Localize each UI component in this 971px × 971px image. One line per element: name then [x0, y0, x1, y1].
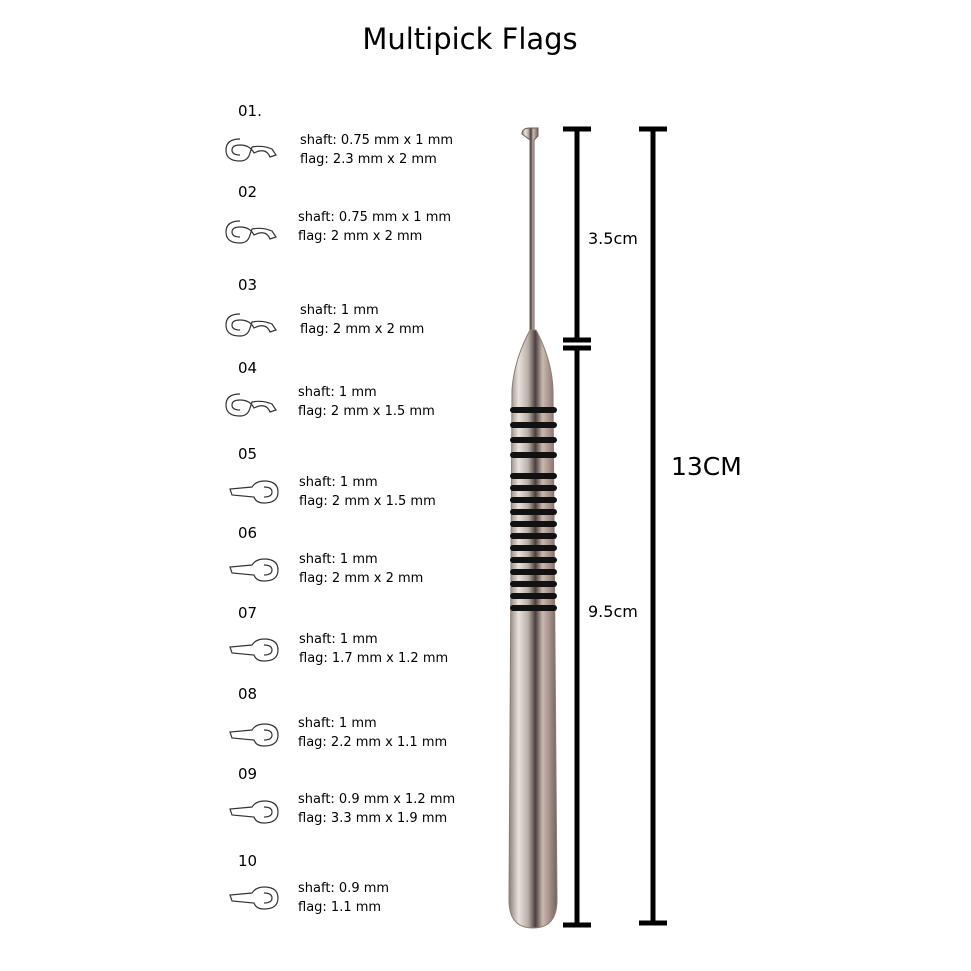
flag-spec: shaft: 1 mm flag: 2 mm x 1.5 mm: [299, 473, 436, 511]
shaft-spec: shaft: 1 mm: [298, 385, 377, 400]
total-length-bar: [639, 126, 667, 926]
flag-spec: shaft: 1 mm flag: 2 mm x 2 mm: [300, 301, 424, 339]
flag-size-spec: flag: 2 mm x 1.5 mm: [299, 494, 436, 509]
flag-number: 03: [238, 276, 258, 294]
flag-number: 06: [238, 524, 258, 542]
flag-number: 07: [238, 604, 258, 622]
grip-ring: [510, 605, 557, 611]
tip-length-label: 3.5cm: [588, 229, 638, 248]
shaft-spec: shaft: 0.9 mm: [298, 881, 390, 896]
flag-shape-icon: [229, 800, 279, 824]
flag-number: 09: [238, 765, 258, 783]
shaft-spec: shaft: 1 mm: [299, 552, 378, 567]
flag-size-spec: flag: 2 mm x 2 mm: [300, 322, 425, 337]
tip-length-bar: [563, 126, 591, 343]
flag-size-spec: flag: 2 mm x 1.5 mm: [298, 404, 435, 419]
flag-size-spec: flag: 1.1 mm: [298, 900, 382, 915]
flag-number: 02: [238, 183, 258, 201]
flag-number: 04: [238, 359, 258, 377]
shaft-spec: shaft: 0.75 mm x 1 mm: [298, 210, 452, 225]
pick-tool: [508, 127, 558, 929]
flag-shape-icon: [229, 558, 279, 582]
flag-size-spec: flag: 1.7 mm x 1.2 mm: [299, 651, 449, 666]
flag-number: 10: [238, 852, 258, 870]
grip-ring: [510, 593, 557, 599]
flag-shape-icon: [229, 638, 279, 662]
grip-ring: [510, 437, 557, 443]
flag-spec: shaft: 1 mm flag: 2.2 mm x 1.1 mm: [298, 714, 447, 752]
shaft-spec: shaft: 1 mm: [299, 475, 378, 490]
page-title: Multipick Flags: [362, 22, 578, 56]
flag-size-spec: flag: 3.3 mm x 1.9 mm: [298, 811, 448, 826]
flag-number: 08: [238, 685, 258, 703]
grip-ring: [510, 473, 557, 479]
grip-ring: [510, 422, 557, 428]
flag-size-spec: flag: 2.2 mm x 1.1 mm: [298, 735, 448, 750]
grip-ring: [510, 521, 557, 527]
grip-ring: [510, 581, 557, 587]
flag-spec: shaft: 1 mm flag: 2 mm x 2 mm: [299, 550, 423, 588]
flag-spec: shaft: 0.75 mm x 1 mm flag: 2 mm x 2 mm: [298, 208, 451, 246]
shaft-spec: shaft: 0.9 mm x 1.2 mm: [298, 792, 456, 807]
grip-ring: [510, 545, 557, 551]
grip-ring: [510, 497, 557, 503]
flag-size-spec: flag: 2 mm x 2 mm: [298, 229, 423, 244]
grip-ring: [510, 569, 557, 575]
handle-length-label: 9.5cm: [588, 602, 638, 621]
shaft-spec: shaft: 1 mm: [299, 632, 378, 647]
flag-shape-icon: [229, 886, 279, 910]
grip-ring: [510, 533, 557, 539]
flag-shape-icon: [225, 313, 277, 337]
flag-shape-icon: [225, 138, 277, 162]
flag-shape-icon: [229, 480, 279, 504]
flag-shape-icon: [225, 220, 277, 244]
flag-number: 05: [238, 445, 258, 463]
total-length-label: 13CM: [671, 452, 742, 481]
handle-length-bar: [563, 345, 591, 928]
shaft-spec: shaft: 1 mm: [300, 303, 379, 318]
flag-shape-icon: [229, 723, 279, 747]
grip-ring: [510, 509, 557, 515]
grip-ring: [510, 557, 557, 563]
grip-ring: [510, 452, 557, 458]
grip-ring: [510, 485, 557, 491]
flag-size-spec: flag: 2.3 mm x 2 mm: [300, 152, 437, 167]
flag-spec: shaft: 0.75 mm x 1 mm flag: 2.3 mm x 2 mm: [300, 131, 453, 169]
flag-spec: shaft: 0.9 mm flag: 1.1 mm: [298, 879, 389, 917]
flag-size-spec: flag: 2 mm x 2 mm: [299, 571, 424, 586]
shaft-spec: shaft: 1 mm: [298, 716, 377, 731]
shaft-spec: shaft: 0.75 mm x 1 mm: [300, 133, 454, 148]
flag-spec: shaft: 1 mm flag: 1.7 mm x 1.2 mm: [299, 630, 448, 668]
grip-ring: [510, 407, 557, 413]
grip-rings: [510, 407, 557, 611]
flag-spec: shaft: 0.9 mm x 1.2 mm flag: 3.3 mm x 1.9…: [298, 790, 455, 828]
flag-spec: shaft: 1 mm flag: 2 mm x 1.5 mm: [298, 383, 435, 421]
flag-number: 01.: [238, 102, 262, 120]
flag-shape-icon: [225, 393, 277, 417]
